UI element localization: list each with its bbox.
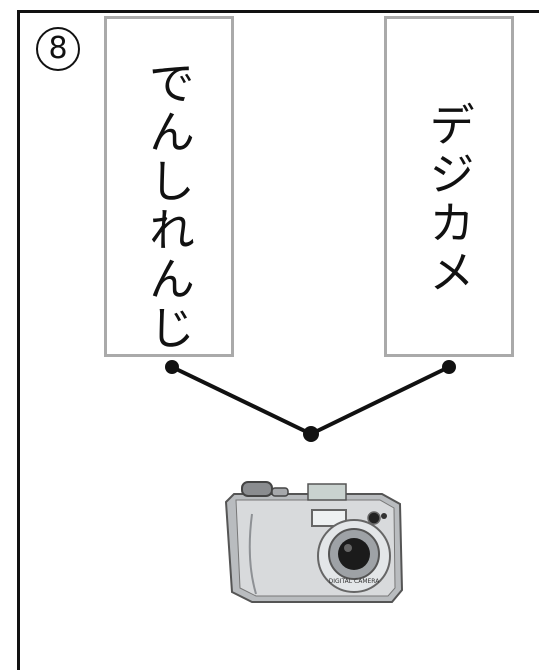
connector-dot-left[interactable]: [165, 360, 179, 374]
word-card-right-text: デジカメ: [422, 101, 476, 297]
question-number: 8: [48, 31, 68, 66]
digital-camera-icon: DIGITAL CAMERA: [224, 481, 404, 603]
connector-line-right: [310, 365, 450, 436]
connector-dot-picture[interactable]: [303, 426, 319, 442]
worksheet-frame: [17, 10, 539, 670]
word-card-left-text: でんしれんじ: [142, 59, 196, 353]
connector-lines: [165, 360, 456, 442]
connector-line-left: [171, 365, 312, 436]
question-number-circle: 8: [36, 27, 80, 71]
word-card-left[interactable]: でんしれんじ: [104, 16, 234, 357]
word-card-right[interactable]: デジカメ: [384, 16, 514, 357]
camera-label: DIGITAL CAMERA: [329, 578, 381, 585]
connector-dot-right[interactable]: [442, 360, 456, 374]
